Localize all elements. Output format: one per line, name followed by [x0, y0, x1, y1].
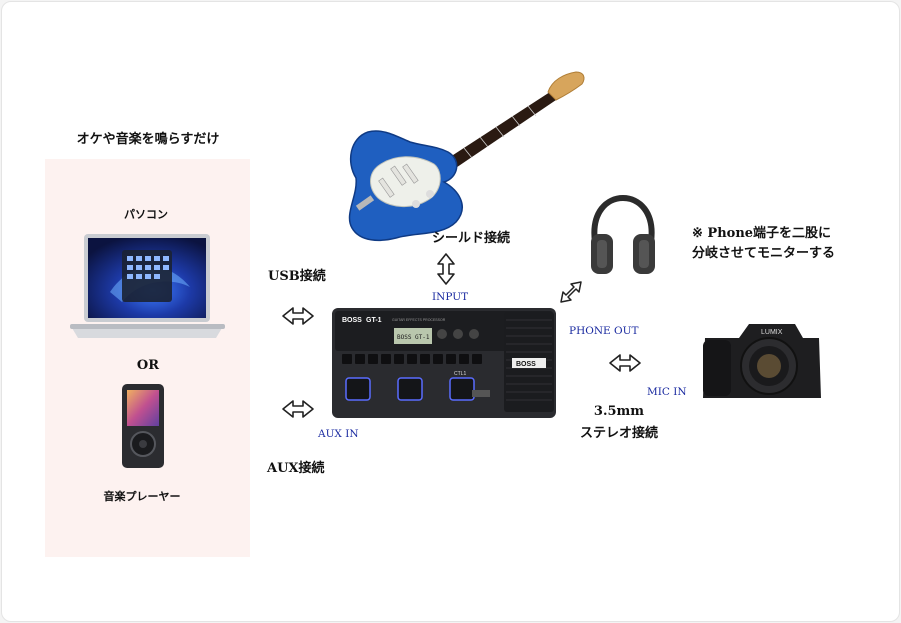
headphones-icon [591, 194, 655, 274]
electric-guitar-icon [348, 71, 585, 242]
source-panel-title: オケや音楽を鳴らすだけ [76, 132, 220, 147]
stereo-connection-label: ステレオ接続 [579, 426, 659, 441]
device-display-text: BOSS GT-1 [397, 334, 430, 341]
svg-text:BOSS: BOSS [516, 361, 536, 368]
aux-in-port-label: AUX IN [318, 428, 359, 440]
camera-icon: LUMIX [703, 324, 821, 398]
stereo-size-label: 3.5mm [593, 404, 645, 419]
device-model-text: GT-1 [366, 317, 382, 324]
usb-double-arrow-icon [282, 307, 314, 325]
shield-connection-label: シールド接続 [432, 231, 511, 246]
phone-diagonal-arrow-icon [560, 281, 582, 303]
aux-double-arrow-icon [282, 400, 314, 418]
ctl-label-text: CTL1 [454, 371, 466, 377]
input-port-label: INPUT [432, 291, 469, 303]
camera-double-arrow-icon [609, 354, 641, 372]
source-panel [45, 159, 250, 557]
mic-in-port-label: MIC IN [647, 386, 687, 398]
usb-connection-label: USB接続 [268, 269, 326, 284]
aux-connection-label: AUX接続 [267, 461, 325, 476]
player-label: 音楽プレーヤー [103, 490, 181, 503]
laptop-label: パソコン [124, 208, 168, 221]
device-brand-text: BOSS [342, 317, 362, 324]
or-label: OR [136, 358, 160, 373]
laptop-icon [70, 234, 225, 338]
phone-out-port-label: PHONE OUT [569, 325, 639, 337]
monitor-note-line2: 分岐させてモニターする [692, 246, 836, 261]
camera-brand-text: LUMIX [761, 329, 783, 336]
monitor-note-line1: ※ Phone端子を二股に [692, 226, 832, 241]
device-subtitle-text: GUITAR EFFECTS PROCESSOR [392, 318, 446, 322]
music-player-icon [122, 384, 164, 468]
input-double-arrow-icon [437, 253, 455, 285]
boss-gt1-processor: BOSS GT-1 GUITAR EFFECTS PROCESSOR BOSS … [332, 308, 556, 418]
